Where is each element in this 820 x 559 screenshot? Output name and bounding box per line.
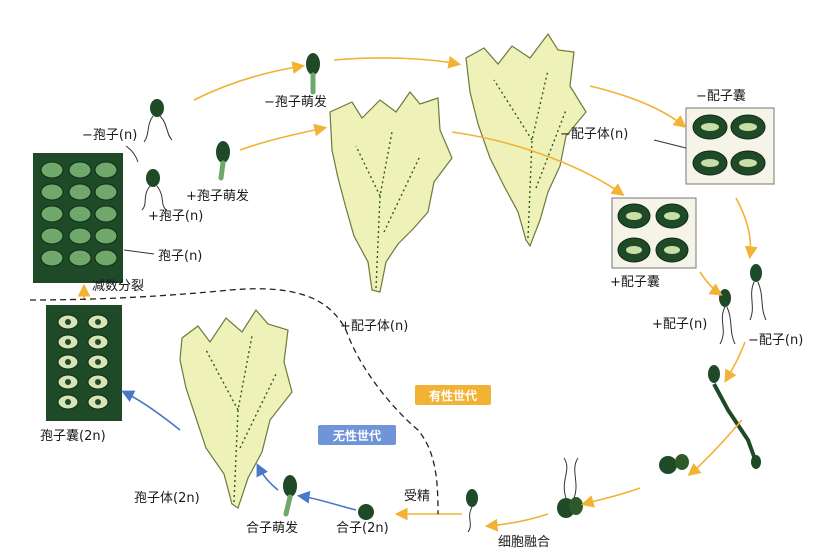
sporangium-cells-top — [33, 153, 123, 283]
cell-fusion-label: 细胞融合 — [498, 535, 550, 550]
minus-gametangium-label: −配子囊 — [696, 88, 746, 104]
zygote-icon — [358, 504, 374, 520]
fertilization-icon — [466, 489, 478, 533]
minus-gametophyte-label: −配子体(n) — [560, 127, 628, 142]
plus-gamete-label: +配子(n) — [652, 317, 707, 332]
asexual-generation-tag — [318, 425, 396, 445]
minus-gametophyte-thallus — [465, 32, 587, 248]
spore-label: 孢子(n) — [158, 249, 202, 264]
fusing-gametes-icon — [708, 365, 761, 469]
paired-gametes-icon — [659, 454, 689, 474]
cell-fusion-icon — [557, 457, 583, 518]
minus-spore-label: −孢子(n) — [82, 128, 137, 143]
plus-gametangium-label: +配子囊 — [610, 274, 660, 290]
sporophyte-label: 孢子体(2n) — [134, 491, 200, 506]
minus-spore-icon — [143, 99, 173, 143]
zygote-germ-label: 合子萌发 — [246, 520, 298, 536]
plus-gametangium-icon — [611, 197, 697, 269]
minus-spore-germ-label: −孢子萌发 — [264, 94, 327, 110]
fertilization-label: 受精 — [404, 489, 430, 504]
asexual-cycle-arrows — [121, 390, 357, 511]
sexual-cycle-arrows — [193, 55, 758, 532]
minus-gamete-label: −配子(n) — [748, 333, 803, 348]
minus-gamete-icon — [749, 264, 767, 321]
sporangium-label: 孢子囊(2n) — [40, 428, 106, 444]
plus-spore-germ-label: +孢子萌发 — [186, 188, 249, 204]
plus-spore-icon — [141, 169, 167, 211]
meiosis-label: 减数分裂 — [92, 279, 144, 294]
zygote-germ-icon — [283, 475, 297, 517]
plus-spore-label: +孢子(n) — [148, 209, 203, 224]
leader-lines — [123, 139, 687, 255]
plus-gametophyte-label: +配子体(n) — [340, 319, 408, 334]
plus-gamete-icon — [719, 289, 736, 345]
minus-gametangium-icon — [685, 107, 775, 185]
plus-gametophyte-thallus — [329, 91, 453, 293]
asexual-generation-label: 无性世代 — [332, 428, 381, 443]
sexual-generation-label: 有性世代 — [429, 388, 477, 403]
sporophyte-thallus — [179, 308, 293, 509]
zygote-label: 合子(2n) — [336, 521, 389, 536]
minus-spore-germ-icon — [306, 53, 320, 95]
sporangium-2n-icon — [46, 305, 122, 421]
plus-spore-germ-icon — [216, 141, 230, 181]
sexual-generation-tag — [415, 385, 491, 405]
